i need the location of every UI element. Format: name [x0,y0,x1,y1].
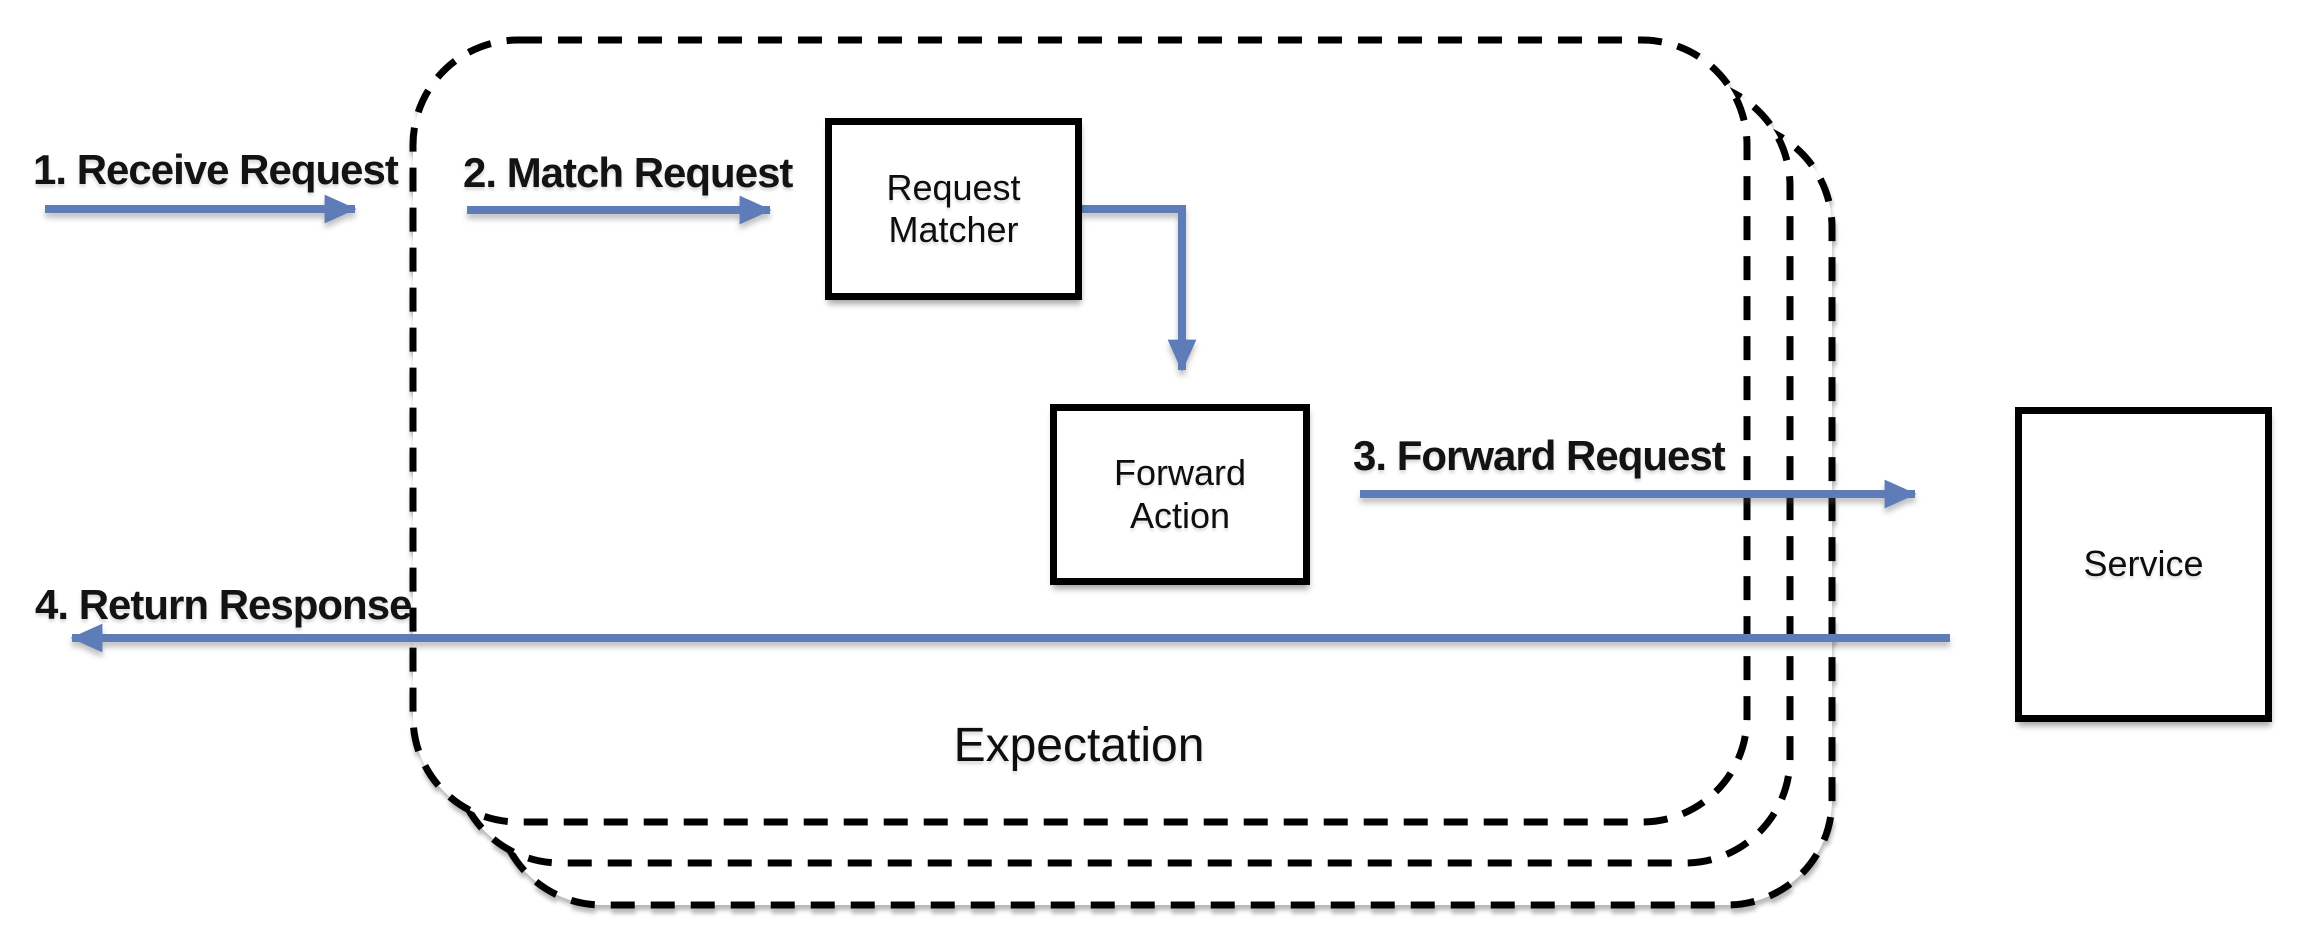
node-service-label: Service [2083,543,2204,585]
node-service: Service [2015,407,2272,722]
flow-arrows [45,194,1950,653]
label-step-forward-request: 3. Forward Request [1353,432,1726,479]
node-request-matcher-label: Request Matcher [886,166,1021,250]
label-step-return-response: 4. Return Response [35,581,412,628]
node-request-matcher: Request Matcher [825,118,1082,300]
node-forward-action: Forward Action [1050,404,1310,585]
node-forward-action-label: Forward Action [1113,452,1247,536]
arrow-matcher-to-forward-action [1082,205,1197,372]
label-step-receive-request: 1. Receive Request [33,146,399,193]
label-step-match-request: 2. Match Request [463,149,793,196]
label-expectation: Expectation [953,719,1205,772]
